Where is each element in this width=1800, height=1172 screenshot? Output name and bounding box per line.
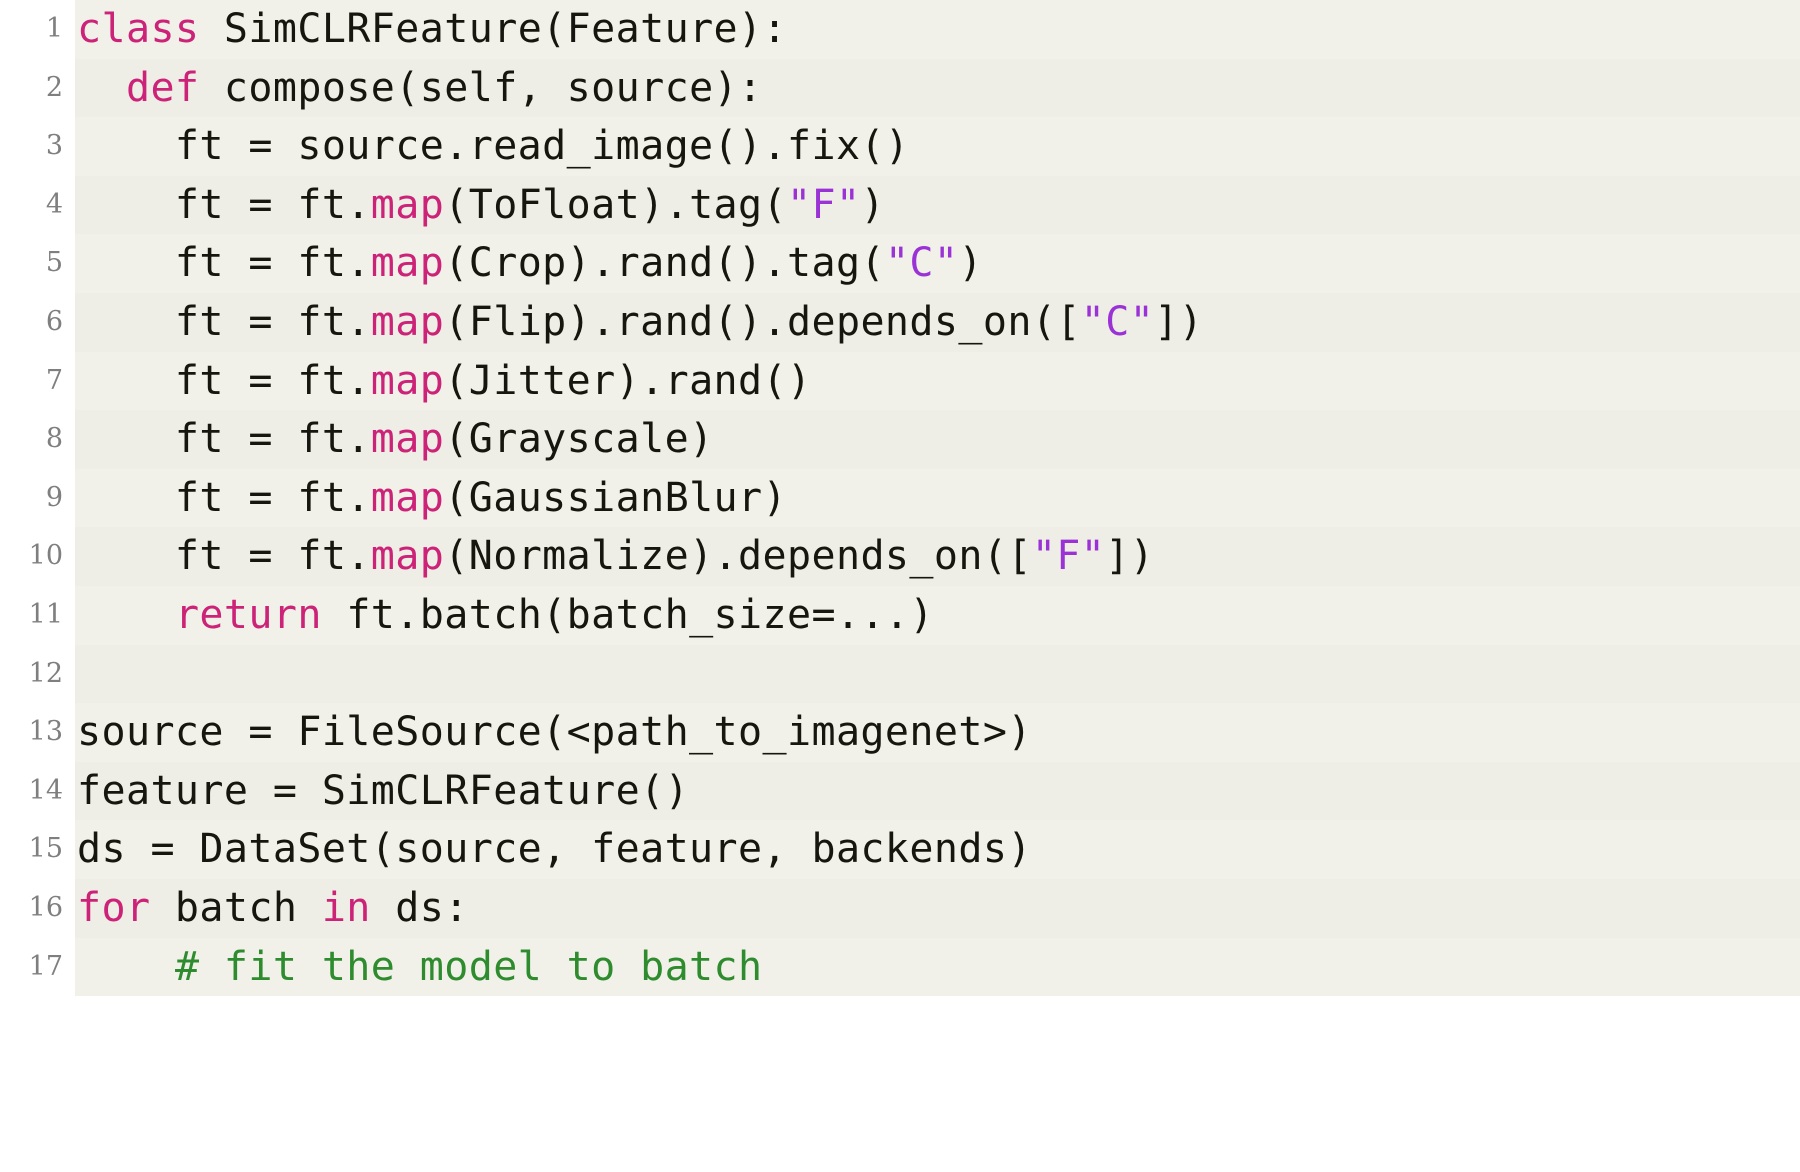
line-number: 15: [0, 820, 75, 879]
code-token-def: ds = DataSet(source, feature, backends): [77, 826, 1032, 873]
code-line: 5 ft = ft.map(Crop).rand().tag("C"): [0, 234, 1800, 293]
code-token-def: batch: [150, 884, 322, 931]
code-token-def: ): [958, 240, 983, 287]
code-text: ft = ft.map(Crop).rand().tag("C"): [75, 234, 1800, 293]
code-text: ft = ft.map(Jitter).rand(): [75, 351, 1800, 411]
code-token-kw: map: [370, 298, 445, 345]
line-number: 3: [0, 117, 75, 176]
line-number: 13: [0, 703, 75, 762]
line-number: 5: [0, 234, 75, 293]
code-text: return ft.batch(batch_size=...): [75, 585, 1800, 645]
code-line: 17 # fit the model to batch: [0, 937, 1800, 997]
code-line: 10 ft = ft.map(Normalize).depends_on(["F…: [0, 527, 1800, 586]
code-line: 6 ft = ft.map(Flip).rand().depends_on(["…: [0, 292, 1800, 352]
line-number: 7: [0, 351, 75, 411]
code-token-def: ]): [1154, 298, 1204, 345]
line-number: 16: [0, 878, 75, 938]
code-token-kw: map: [370, 181, 445, 228]
code-token-str: "F": [787, 181, 861, 228]
line-number: 4: [0, 175, 75, 235]
code-token-kw: map: [370, 533, 445, 580]
code-token-def: [77, 944, 175, 990]
code-token-kw: for: [77, 884, 151, 931]
code-text: ft = ft.map(Grayscale): [75, 410, 1800, 469]
code-token-kw: map: [370, 357, 445, 404]
code-token-def: SimCLRFeature(Feature):: [223, 6, 787, 52]
code-text: ft = ft.map(Flip).rand().depends_on(["C"…: [75, 292, 1800, 352]
code-token-def: (ToFloat).tag(: [444, 181, 787, 228]
code-line: 12: [0, 644, 1800, 704]
code-line: 7 ft = ft.map(Jitter).rand(): [0, 351, 1800, 411]
code-text: feature = SimCLRFeature(): [75, 761, 1800, 821]
code-token-def: source = FileSource(<path_to_imagenet>): [77, 709, 1032, 756]
code-token-def: (Flip).rand().depends_on([: [444, 298, 1081, 345]
code-text: for batch in ds:: [75, 878, 1800, 938]
code-token-kw: map: [370, 474, 445, 521]
code-token-str: "F": [1031, 533, 1106, 580]
code-text: ft = source.read_image().fix(): [75, 117, 1800, 176]
line-number: 2: [0, 58, 75, 118]
code-text: source = FileSource(<path_to_imagenet>): [75, 703, 1800, 762]
code-token-kw: map: [370, 240, 445, 287]
code-token-def: ft = ft.: [77, 474, 371, 521]
code-token-str: "C": [884, 240, 959, 287]
code-token-def: ft = ft.: [77, 181, 371, 228]
code-token-kw: map: [370, 416, 445, 463]
code-token-def: ft = ft.: [77, 357, 371, 404]
code-line: 11 return ft.batch(batch_size=...): [0, 585, 1800, 645]
code-token-def: ft.batch(batch_size=...): [321, 591, 934, 638]
code-token-kw: def: [125, 64, 224, 111]
code-text: ds = DataSet(source, feature, backends): [75, 820, 1800, 879]
code-token-def: [77, 592, 175, 638]
line-number: 8: [0, 410, 75, 469]
code-line: 4 ft = ft.map(ToFloat).tag("F"): [0, 175, 1800, 235]
line-number: 6: [0, 292, 75, 352]
code-token-def: ds:: [370, 884, 469, 931]
code-token-def: ft = ft.: [77, 240, 371, 287]
code-line: 9 ft = ft.map(GaussianBlur): [0, 468, 1800, 528]
code-text: # fit the model to batch: [75, 937, 1800, 997]
code-text: class SimCLRFeature(Feature):: [75, 0, 1800, 59]
code-token-def: (GaussianBlur): [444, 474, 787, 521]
code-token-def: ]): [1105, 533, 1155, 580]
code-text: [75, 644, 1800, 704]
line-number: 14: [0, 761, 75, 821]
code-line: 3 ft = source.read_image().fix(): [0, 117, 1800, 176]
code-token-def: (Crop).rand().tag(: [444, 240, 885, 287]
code-token-def: (Grayscale): [444, 416, 714, 463]
code-token-kw: return: [174, 591, 322, 638]
line-number: 10: [0, 527, 75, 586]
code-token-def: ft = ft.: [77, 533, 371, 580]
code-token-def: feature = SimCLRFeature(): [77, 767, 690, 814]
code-token-def: [77, 65, 126, 111]
code-token-def: ft = ft.: [77, 298, 371, 345]
code-token-def: ft = ft.: [77, 416, 371, 463]
code-text: ft = ft.map(Normalize).depends_on(["F"]): [75, 527, 1800, 586]
line-number: 12: [0, 644, 75, 704]
code-token-def: ft = source.read_image().fix(): [77, 123, 910, 170]
code-token-def: ): [860, 181, 885, 228]
line-number: 9: [0, 468, 75, 528]
line-number: 11: [0, 585, 75, 645]
code-token-com: # fit the model to batch: [174, 943, 763, 990]
code-token-def: (Jitter).rand(): [444, 357, 812, 404]
code-text: def compose(self, source):: [75, 58, 1800, 118]
code-token-def: (Normalize).depends_on([: [444, 533, 1032, 580]
line-number: 1: [0, 0, 75, 59]
code-text: ft = ft.map(ToFloat).tag("F"): [75, 175, 1800, 235]
line-number: 17: [0, 937, 75, 997]
code-line: 2 def compose(self, source):: [0, 58, 1800, 118]
code-token-kw: class: [77, 6, 224, 52]
code-text: ft = ft.map(GaussianBlur): [75, 468, 1800, 528]
code-line: 8 ft = ft.map(Grayscale): [0, 410, 1800, 469]
code-token-str: "C": [1080, 298, 1155, 345]
code-token-kw: in: [321, 884, 371, 931]
code-token-def: compose(self, source):: [223, 64, 763, 111]
